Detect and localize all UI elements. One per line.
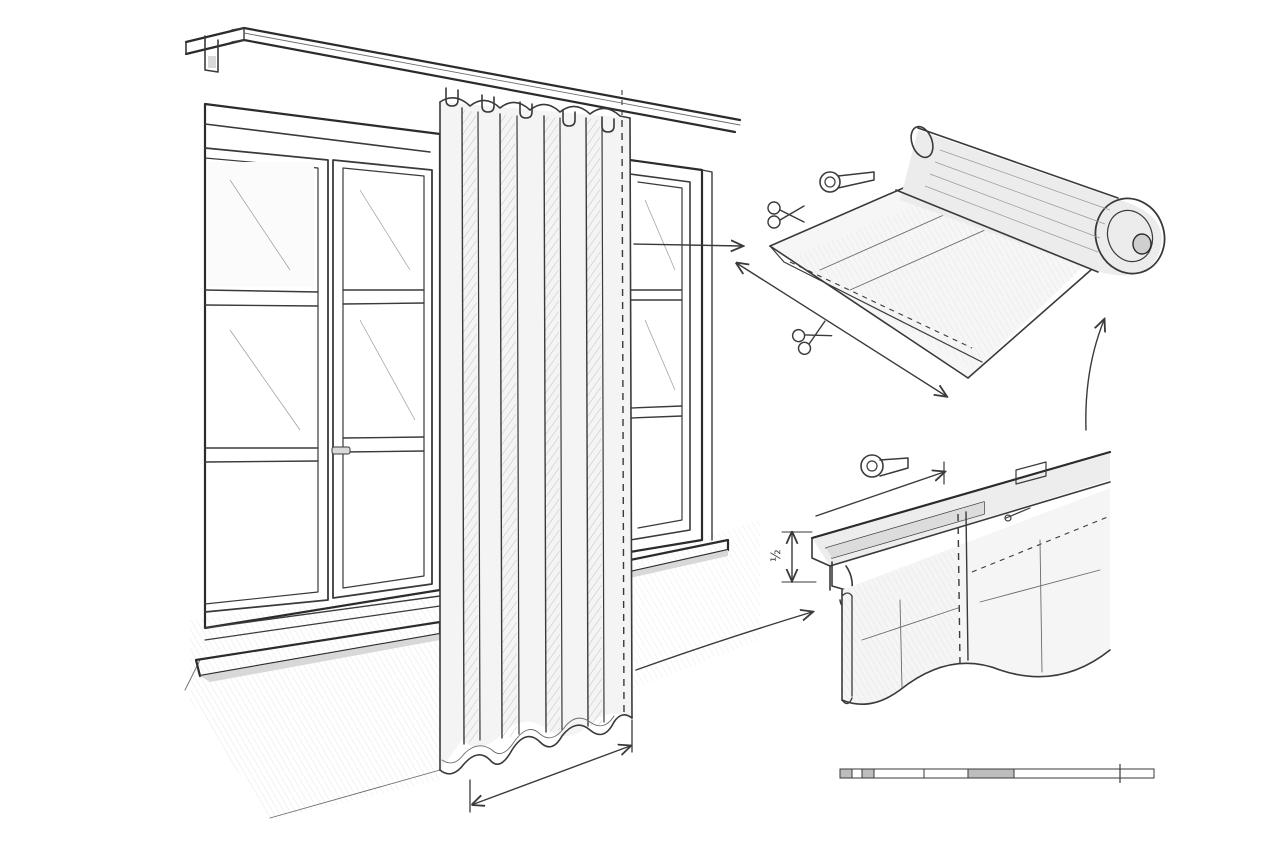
scale-bar — [839, 764, 1155, 783]
curtain-rod — [184, 26, 742, 134]
curtain-rings — [445, 87, 615, 133]
scale-bar-segment — [923, 768, 969, 779]
scale-bar-segment — [851, 768, 863, 779]
scale-bar-segment — [839, 768, 853, 779]
width-dimension — [470, 719, 632, 813]
scale-bar-segment — [873, 768, 925, 779]
left-window — [194, 102, 442, 682]
scale-bar-segment — [861, 768, 875, 779]
tape-measure-icon — [819, 171, 875, 193]
fabric-roll — [738, 125, 1166, 431]
arrow-to-fabric — [633, 244, 742, 246]
tape-measure-icon — [860, 454, 909, 478]
scale-bar-segment — [1013, 768, 1155, 779]
scale-bar-segment — [967, 768, 1015, 779]
arrow-to-detail — [635, 612, 812, 671]
scissors-icon — [767, 201, 805, 229]
scissors-icon — [791, 320, 833, 356]
right-window — [628, 158, 730, 578]
height-label: ½ — [769, 549, 784, 562]
track-detail: ½ — [769, 450, 1112, 706]
curtain-panel — [439, 87, 633, 775]
